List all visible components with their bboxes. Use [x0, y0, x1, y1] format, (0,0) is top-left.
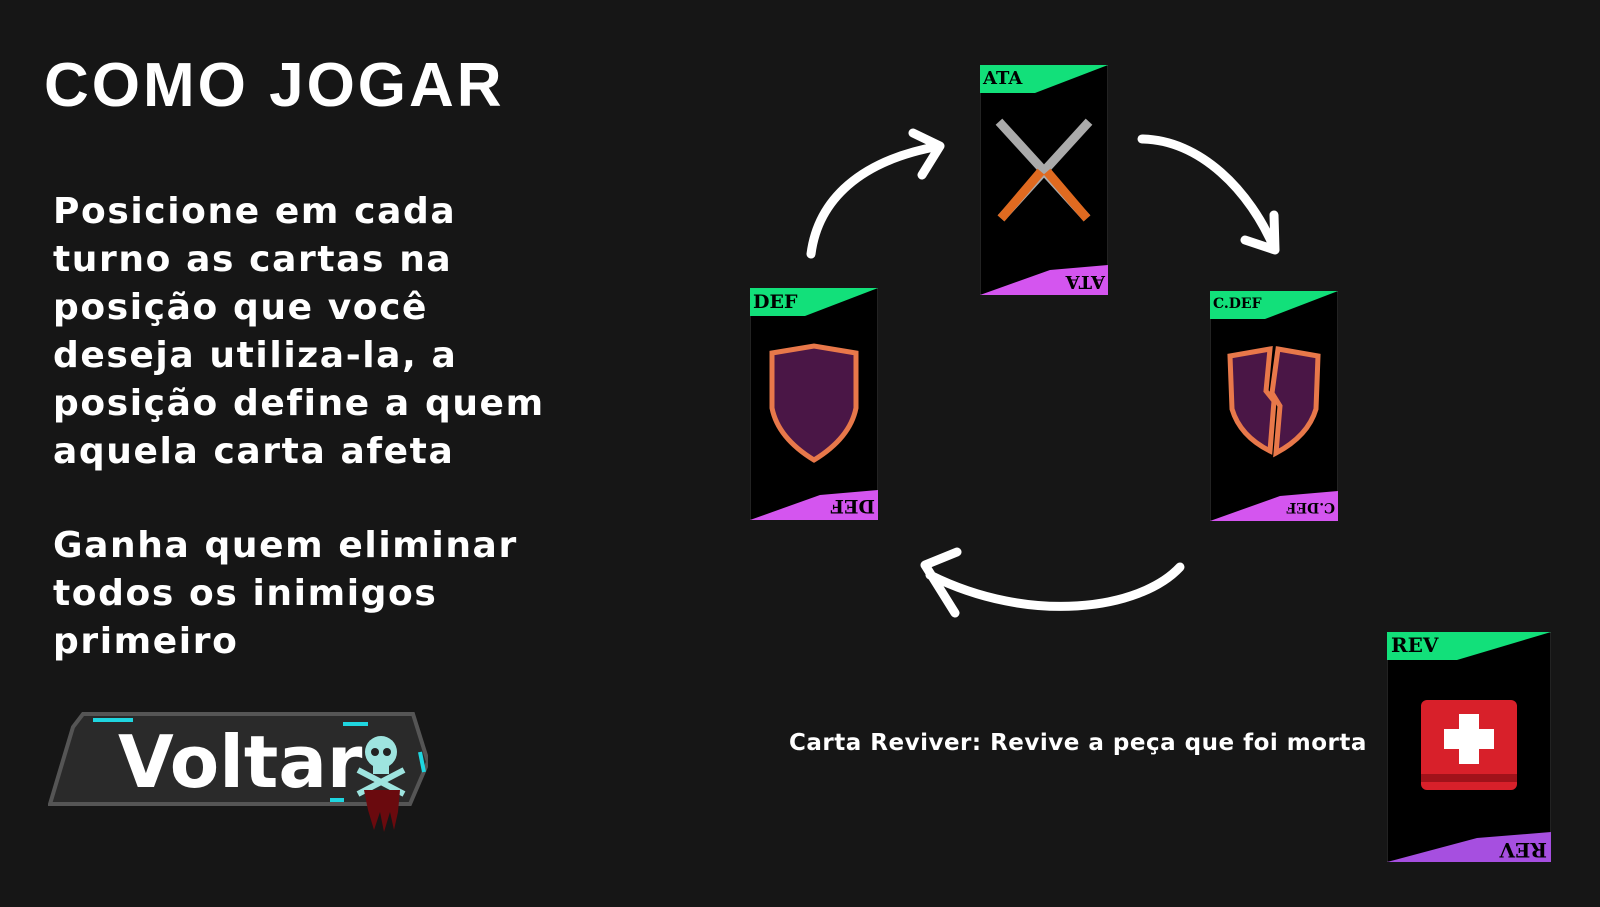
revive-label: REV: [1391, 633, 1439, 657]
counter-defense-card: C.DEF C.DEF: [1210, 291, 1338, 521]
attack-card: ATA ATA: [980, 65, 1108, 295]
broken-shield-icon: [1227, 345, 1321, 458]
arrow-cdef-to-def-icon: [920, 547, 1185, 618]
arrow-ata-to-cdef-icon: [1137, 134, 1280, 255]
back-button-label: Voltar: [118, 720, 363, 804]
defense-label-mirrored: DEF: [830, 495, 875, 517]
page-title: COMO JOGAR: [44, 51, 505, 120]
blood-drip-icon: [364, 790, 400, 832]
crossed-rifles-icon: [995, 118, 1093, 222]
shield-icon: [769, 343, 859, 463]
attack-label-mirrored: ATA: [1065, 271, 1106, 292]
revive-description: Carta Reviver: Revive a peça que foi mor…: [789, 730, 1367, 756]
medkit-icon: [1421, 700, 1517, 790]
attack-label: ATA: [982, 68, 1023, 89]
back-button[interactable]: Voltar: [48, 712, 428, 842]
revive-card: REV REV: [1387, 632, 1551, 862]
revive-label-mirrored: REV: [1499, 838, 1547, 862]
counter-defense-label-mirrored: C.DEF: [1286, 499, 1335, 515]
back-button-frame: [48, 712, 428, 832]
placement-instructions: Posicione em cada turno as cartas na pos…: [53, 191, 545, 472]
defense-label: DEF: [753, 291, 798, 313]
counter-defense-label: C.DEF: [1213, 296, 1262, 312]
arrow-def-to-ata-icon: [806, 128, 945, 259]
win-condition-text: Ganha quem eliminar todos os inimigos pr…: [53, 525, 518, 662]
defense-card: DEF DEF: [750, 288, 878, 520]
